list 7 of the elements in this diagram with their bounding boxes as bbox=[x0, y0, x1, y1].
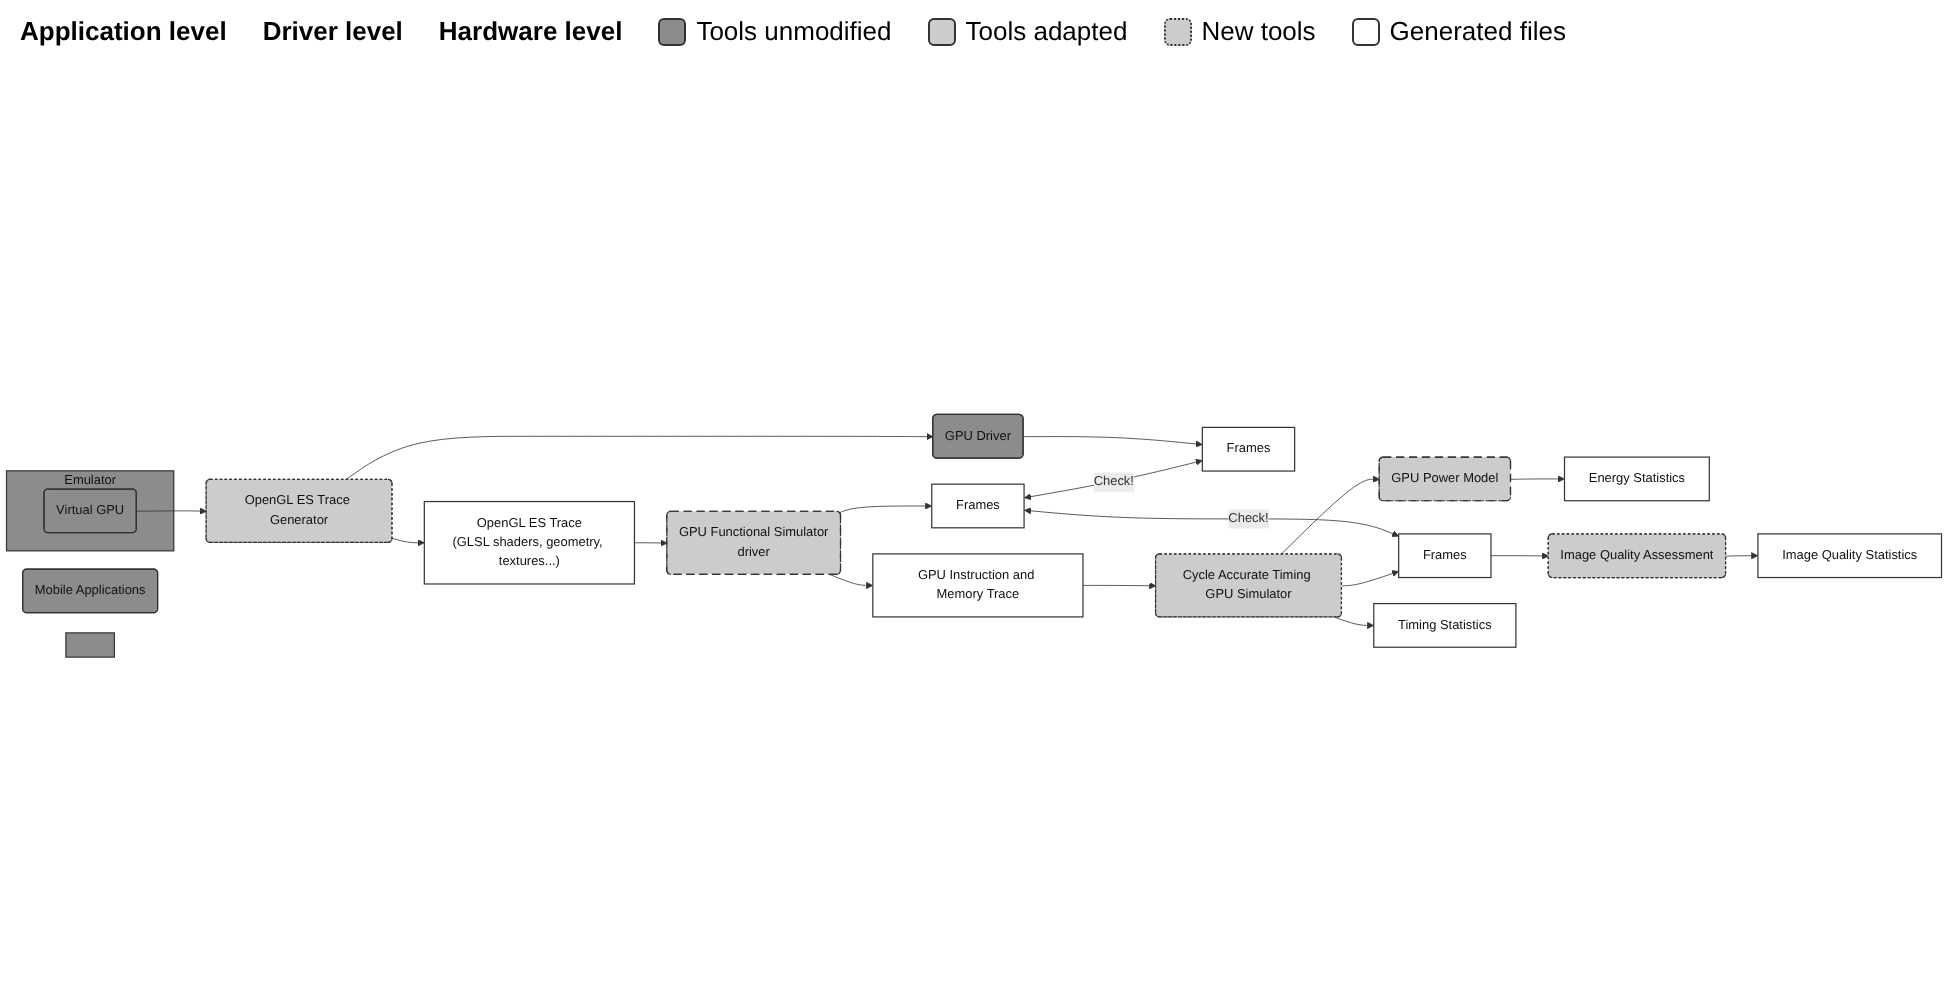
legend-text: Tools unmodified bbox=[696, 16, 892, 46]
level-heading: Application level bbox=[20, 16, 227, 46]
level-heading: Driver level bbox=[262, 16, 403, 46]
legend-text: Generated files bbox=[1389, 16, 1566, 46]
legend-text: Tools adapted bbox=[965, 16, 1128, 46]
level-heading: Hardware level bbox=[438, 16, 623, 46]
legend-text: New tools bbox=[1201, 16, 1316, 46]
